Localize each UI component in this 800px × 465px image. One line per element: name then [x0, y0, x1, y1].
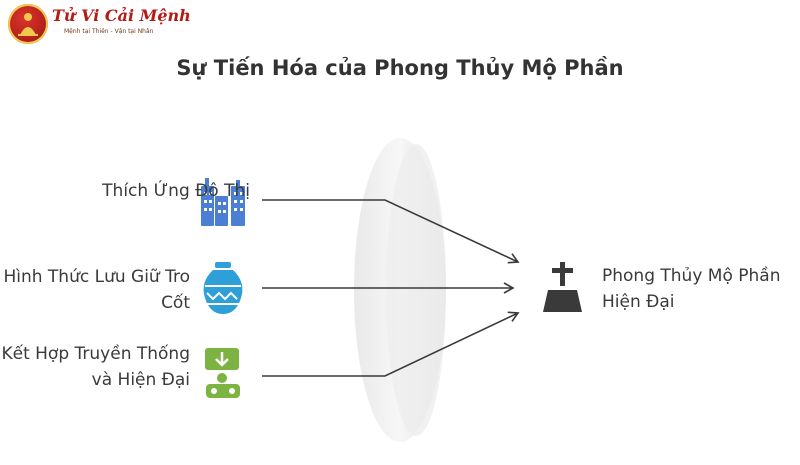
- city-buildings-icon: [201, 178, 245, 226]
- input-label-urban-adaptation: Thích Ứng Đô Thị: [102, 181, 250, 201]
- input-label-ash-preservation: Hình Thức Lưu Giữ Tro Cốt: [3, 267, 190, 313]
- logo-title: Tử Vi Cải Mệnh: [52, 6, 191, 25]
- tradition-modern-icon: [205, 348, 240, 398]
- logo-subtitle: Mệnh tại Thiên - Vận tại Nhân: [64, 28, 154, 35]
- input-label-tradition-modern: Kết Hợp Truyền Thống và Hiện Đại: [1, 344, 190, 390]
- output-label: Phong Thủy Mộ Phần Hiện Đại: [602, 266, 781, 312]
- logo[interactable]: Tử Vi Cải Mệnh Mệnh tại Thiên - Vận tại …: [4, 2, 191, 46]
- logo-emblem-icon: [8, 4, 48, 44]
- diagram-title: Sự Tiến Hóa của Phong Thủy Mộ Phần: [176, 56, 624, 80]
- arrow-tradition-to-output: [262, 311, 520, 377]
- arrow-urban-to-output: [262, 199, 520, 264]
- urn-icon: [203, 262, 243, 314]
- tombstone-icon: [543, 262, 582, 312]
- lens-shape: [354, 138, 446, 442]
